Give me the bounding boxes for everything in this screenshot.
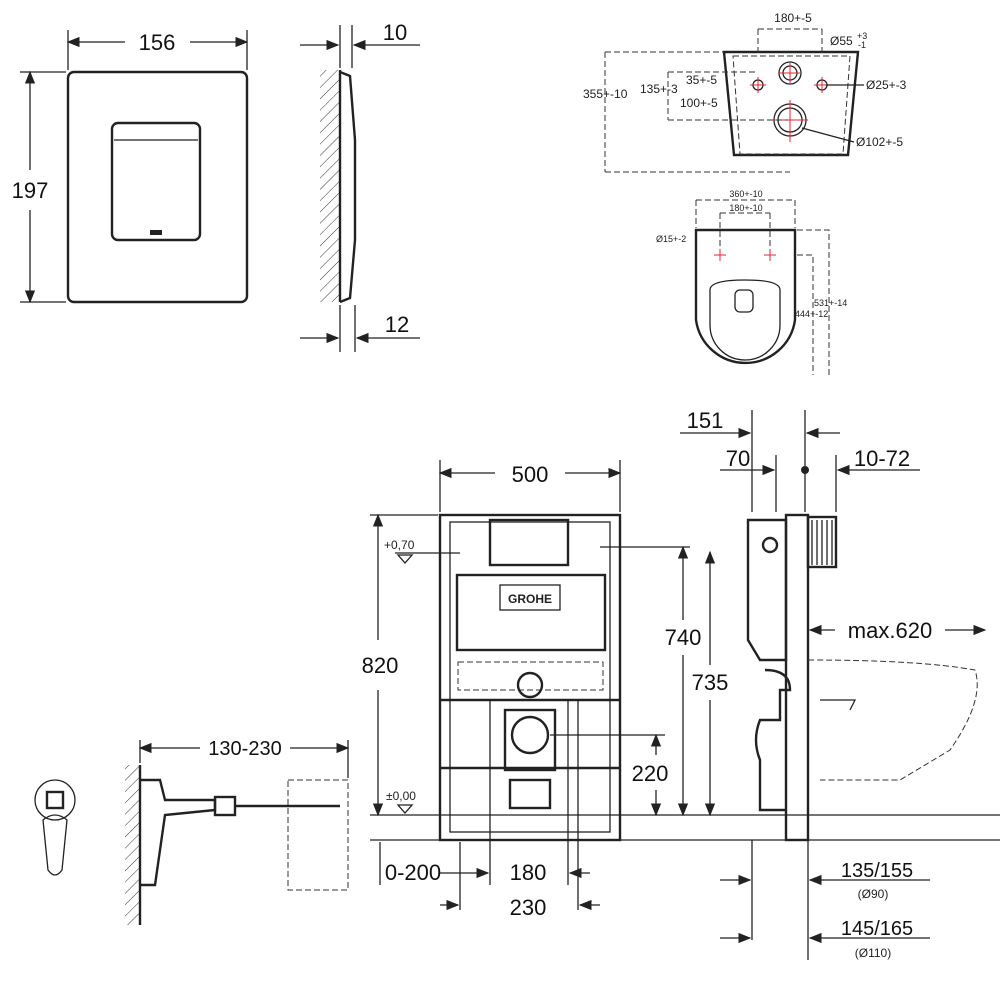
d230-label: 230 — [510, 895, 547, 920]
depth-bottom-label: 12 — [385, 312, 409, 337]
frame-width-label: 500 — [512, 462, 549, 487]
frame-front-view: GROHE 500 820 +0,70 ±0,00 740 735 220 0-… — [362, 460, 1000, 920]
width-label: 156 — [139, 30, 176, 55]
flush-plate-front: 156 197 — [12, 30, 249, 304]
d102-label: Ø102+-5 — [856, 135, 903, 149]
h220-label: 220 — [632, 761, 669, 786]
pipe1-label: 135/155 — [841, 860, 913, 882]
d180-label: 180 — [510, 860, 547, 885]
d55-tol-up: +3 — [857, 31, 867, 41]
d70-label: 70 — [726, 446, 750, 471]
bowl-rear-view: 180+-5 Ø55 +3 -1 355+-10 135+-3 35+-5 10… — [583, 11, 907, 173]
max-projection-label: max.620 — [848, 618, 932, 643]
len531-label: 531+-14 — [814, 298, 847, 308]
pipe2-label: 145/165 — [841, 918, 913, 940]
pipe2-diameter-label: (Ø110) — [855, 946, 891, 960]
h35-label: 35+-5 — [686, 73, 717, 87]
h735-label: 735 — [692, 670, 729, 695]
d55-label: Ø55 — [830, 34, 853, 48]
d15-label: Ø15+-2 — [656, 234, 686, 244]
height-label: 197 — [12, 178, 49, 203]
offset-label: 0-200 — [385, 860, 441, 885]
h100-label: 100+-5 — [680, 96, 718, 110]
total-height-label: 355+-10 — [583, 87, 628, 101]
frame-height-label: 820 — [362, 653, 399, 678]
depth-top-label: 10 — [383, 20, 407, 45]
d55-tol-down: -1 — [858, 40, 866, 50]
top-width-label: 360+-10 — [729, 189, 762, 199]
frame-side-view: 151 70 10-72 max.620 135/155 (Ø90) 145/1… — [680, 408, 987, 960]
bowl-top-view: 360+-10 180+-10 Ø15+-2 531+-14 444+-12 — [656, 189, 847, 375]
pipe1-diameter-label: (Ø90) — [858, 887, 889, 901]
wall-thickness-label: 10-72 — [854, 446, 910, 471]
brand-logo: GROHE — [508, 592, 552, 606]
top-spacing-label: 180+-10 — [729, 203, 762, 213]
rear-spacing-label: 180+-5 — [774, 11, 812, 25]
wall-bracket: 130-230 — [34, 738, 350, 925]
d25-label: Ø25+-3 — [866, 78, 907, 92]
flush-plate-side: 10 12 — [300, 20, 420, 352]
h740-label: 740 — [665, 625, 702, 650]
level-zero-label: ±0,00 — [386, 789, 416, 803]
h135-label: 135+-3 — [640, 82, 678, 96]
len444-label: 444+-12 — [795, 309, 828, 319]
level-top-label: +0,70 — [384, 538, 415, 552]
bracket-range-label: 130-230 — [208, 738, 281, 760]
d151-label: 151 — [687, 408, 724, 433]
